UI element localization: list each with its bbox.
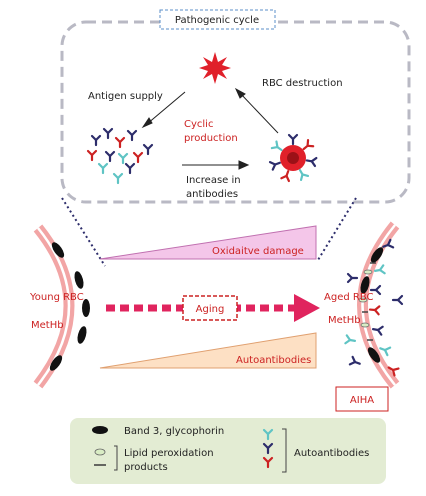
young-rbc-label: Young RBC <box>29 292 84 303</box>
arrow-to-starburst <box>234 87 279 134</box>
aging-label: Aging <box>196 304 225 315</box>
arrow-to-antibodies <box>141 91 186 129</box>
aiha-box <box>335 386 389 412</box>
autoantibodies-wedge-label: Autoantibodies <box>236 355 311 366</box>
aged-rbc-label: Aged RBC <box>324 292 374 303</box>
legend-box <box>70 418 386 484</box>
antigen-supply-label: Antigen supply <box>88 91 163 102</box>
young-rbc-membrane <box>33 224 90 389</box>
antibodies-label: antibodies <box>186 189 238 200</box>
left-dotted-connector <box>61 197 106 267</box>
cyclic-label: Cyclic <box>184 119 213 130</box>
increase-label: Increase in <box>186 175 241 186</box>
legend-lipid-label: Lipid peroxidation <box>124 448 214 459</box>
pathogenic-cycle-title: Pathogenic cycle <box>175 15 259 26</box>
production-label: production <box>184 133 238 144</box>
young-methb-label: MetHb <box>31 320 64 331</box>
autoantibodies-bracket <box>282 428 287 473</box>
legend-autoantibodies-label: Autoantibodies <box>294 448 369 459</box>
legend-band3-label: Band 3, glycophorin <box>124 426 224 437</box>
aging-box <box>182 295 238 321</box>
arrow-to-opsonized-rbc <box>182 160 250 170</box>
oxidative-damage-wedge <box>99 225 317 260</box>
lipid-peroxidation-icon <box>94 448 106 456</box>
antibody-cluster-icon <box>86 127 154 185</box>
right-dotted-connector <box>317 197 357 261</box>
aged-rbc-membrane <box>357 221 400 389</box>
oxidative-damage-label: Oxidaitve damage <box>212 246 304 257</box>
band3-icon <box>92 426 108 434</box>
lipid-bracket <box>114 445 118 471</box>
rbc-destruction-label: RBC destruction <box>262 78 343 89</box>
aging-arrow-head <box>294 294 320 322</box>
aged-methb-label: MetHb <box>328 315 361 326</box>
autoantibodies-wedge <box>99 332 317 369</box>
aiha-label: AIHA <box>350 395 374 406</box>
starburst-icon <box>199 52 231 84</box>
legend-products-label: products <box>124 462 168 473</box>
pathogenic-cycle-title-box <box>159 9 276 30</box>
opsonized-rbc-icon <box>268 133 318 183</box>
